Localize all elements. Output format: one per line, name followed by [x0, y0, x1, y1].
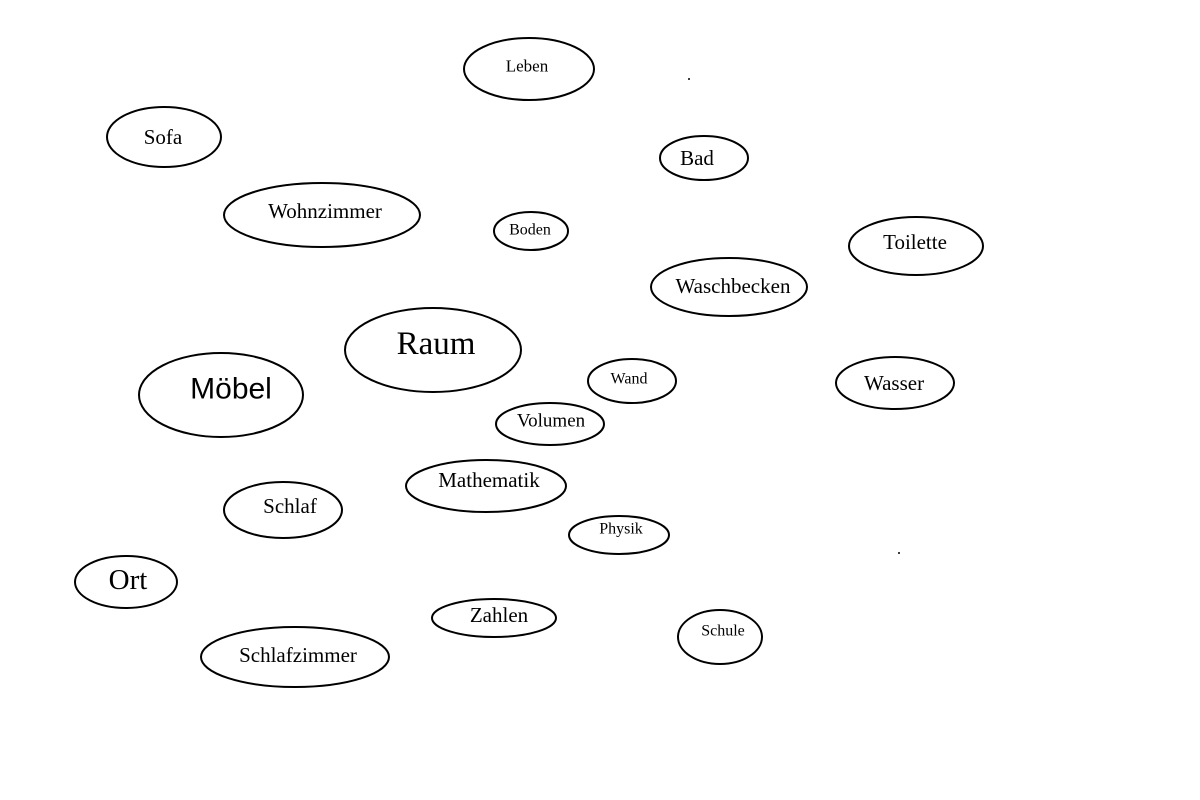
node-boden-ellipse — [493, 211, 569, 251]
node-boden-label: Boden — [509, 222, 551, 239]
node-schlafzimmer: Schlafzimmer — [200, 626, 390, 688]
node-wohnzimmer-ellipse — [223, 182, 421, 248]
node-schlaf-label: Schlaf — [263, 494, 317, 518]
node-sofa-ellipse — [106, 106, 222, 168]
node-wasser-label: Wasser — [864, 371, 924, 395]
node-leben-ellipse — [463, 37, 595, 101]
node-waschbecken-ellipse — [650, 257, 808, 317]
node-toilette-label: Toilette — [883, 230, 947, 254]
node-wand: Wand — [587, 358, 677, 404]
node-physik: Physik — [568, 515, 670, 555]
node-mathematik-ellipse — [405, 459, 567, 513]
node-physik-label: Physik — [599, 521, 643, 538]
node-leben: Leben — [463, 37, 595, 101]
node-moebel: Möbel — [138, 352, 304, 438]
node-toilette: Toilette — [848, 216, 984, 276]
node-moebel-label: Möbel — [190, 373, 272, 406]
node-schlafzimmer-ellipse — [200, 626, 390, 688]
node-volumen-label: Volumen — [517, 411, 586, 432]
node-waschbecken: Waschbecken — [650, 257, 808, 317]
node-boden: Boden — [493, 211, 569, 251]
node-bad-ellipse — [659, 135, 749, 181]
node-raum-label: Raum — [397, 326, 476, 362]
node-zahlen-ellipse — [431, 598, 557, 638]
node-sofa-label: Sofa — [144, 125, 183, 149]
node-raum: Raum — [344, 307, 522, 393]
node-physik-ellipse — [568, 515, 670, 555]
node-volumen: Volumen — [495, 402, 605, 446]
node-schlafzimmer-label: Schlafzimmer — [239, 643, 357, 667]
stray-dot — [688, 78, 690, 80]
node-ort-label: Ort — [109, 564, 148, 596]
node-leben-label: Leben — [506, 57, 549, 76]
node-wasser-ellipse — [835, 356, 955, 410]
node-schule: Schule — [677, 609, 763, 665]
node-sofa: Sofa — [106, 106, 222, 168]
node-mathematik: Mathematik — [405, 459, 567, 513]
stray-dot — [898, 552, 900, 554]
node-wand-label: Wand — [611, 371, 648, 388]
node-schule-ellipse — [677, 609, 763, 665]
node-zahlen-label: Zahlen — [470, 603, 529, 627]
node-ort: Ort — [74, 555, 178, 609]
node-toilette-ellipse — [848, 216, 984, 276]
node-volumen-ellipse — [495, 402, 605, 446]
node-bad: Bad — [659, 135, 749, 181]
node-wohnzimmer-label: Wohnzimmer — [268, 199, 382, 223]
node-wohnzimmer: Wohnzimmer — [223, 182, 421, 248]
node-schlaf: Schlaf — [223, 481, 343, 539]
node-waschbecken-label: Waschbecken — [676, 274, 791, 298]
node-mathematik-label: Mathematik — [438, 468, 540, 492]
node-wand-ellipse — [587, 358, 677, 404]
node-raum-ellipse — [344, 307, 522, 393]
node-schule-label: Schule — [701, 623, 745, 640]
node-zahlen: Zahlen — [431, 598, 557, 638]
node-bad-label: Bad — [680, 146, 714, 170]
node-wasser: Wasser — [835, 356, 955, 410]
node-schlaf-ellipse — [223, 481, 343, 539]
node-moebel-ellipse — [138, 352, 304, 438]
node-ort-ellipse — [74, 555, 178, 609]
